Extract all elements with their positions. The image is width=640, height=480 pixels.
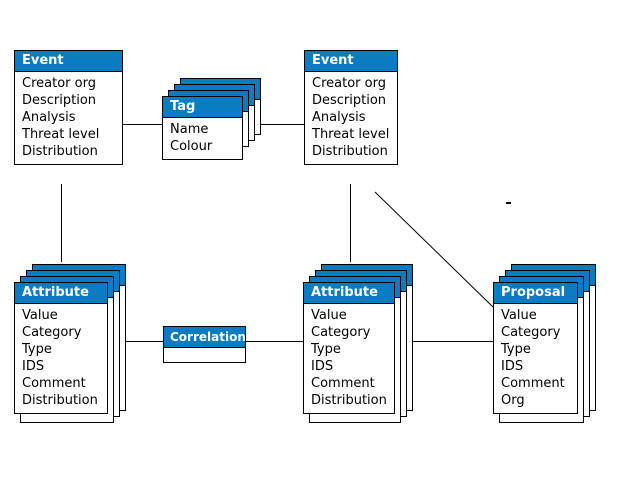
- entity-attribute: IDS: [501, 359, 524, 374]
- connector-event-right-to-attribute-middle: [350, 184, 351, 262]
- entity-attribute: Distribution: [311, 393, 387, 408]
- entity-attribute: Analysis: [22, 110, 76, 125]
- entity-attribute-middle[interactable]: Attribute Value Category Type IDS Commen…: [303, 282, 395, 414]
- entity-header-title: Event: [305, 51, 397, 72]
- entity-attribute: Name: [170, 122, 209, 137]
- entity-correlation[interactable]: Correlation: [163, 326, 246, 363]
- entity-attribute: Colour: [170, 139, 213, 154]
- connector-event-left-to-attribute-left: [61, 184, 62, 262]
- entity-attribute: Threat level: [312, 127, 390, 142]
- entity-event-left[interactable]: Event Creator org Description Analysis T…: [14, 50, 123, 165]
- entity-attribute: Type: [311, 342, 341, 357]
- entity-header-title: Event: [15, 51, 122, 72]
- entity-attribute-list: Creator org Description Analysis Threat …: [305, 72, 397, 164]
- entity-header-title: Correlation: [164, 327, 245, 348]
- entity-header-title: Proposal: [494, 283, 577, 304]
- entity-attribute: Comment: [311, 376, 375, 391]
- entity-proposal[interactable]: Proposal Value Category Type IDS Comment…: [493, 282, 578, 414]
- entity-attribute: Distribution: [312, 144, 388, 159]
- entity-header-title: Attribute: [15, 283, 107, 304]
- entity-header-title: Attribute: [304, 283, 394, 304]
- entity-attribute: Description: [312, 93, 387, 108]
- entity-attribute: Value: [501, 308, 537, 323]
- connector-attribute-left-to-correlation: [122, 341, 164, 342]
- entity-attribute: Org: [501, 393, 525, 408]
- entity-attribute: Type: [501, 342, 531, 357]
- entity-attribute: Creator org: [312, 76, 386, 91]
- connector-event-left-to-tag: [123, 124, 163, 125]
- entity-attribute: Threat level: [22, 127, 100, 142]
- connector-tag-to-event-right: [261, 124, 304, 125]
- entity-attribute: Value: [22, 308, 58, 323]
- stray-mark: [506, 202, 511, 204]
- entity-tag[interactable]: Tag Name Colour: [162, 96, 243, 160]
- entity-attribute: Category: [501, 325, 561, 340]
- entity-attribute: Distribution: [22, 144, 98, 159]
- entity-attribute-list: Creator org Description Analysis Threat …: [15, 72, 122, 164]
- entity-attribute-list: Value Category Type IDS Comment Distribu…: [15, 304, 107, 413]
- entity-attribute-list: Name Colour: [163, 118, 242, 159]
- entity-attribute: IDS: [311, 359, 334, 374]
- connector-attribute-middle-to-proposal: [413, 341, 493, 342]
- entity-attribute: Category: [22, 325, 82, 340]
- entity-attribute-list: Value Category Type IDS Comment Distribu…: [304, 304, 394, 413]
- entity-attribute-list: Value Category Type IDS Comment Org: [494, 304, 577, 413]
- entity-attribute: Creator org: [22, 76, 96, 91]
- entity-event-right[interactable]: Event Creator org Description Analysis T…: [304, 50, 398, 165]
- entity-attribute: Distribution: [22, 393, 98, 408]
- entity-attribute: Description: [22, 93, 97, 108]
- entity-attribute: IDS: [22, 359, 45, 374]
- entity-attribute: Value: [311, 308, 347, 323]
- entity-attribute-left[interactable]: Attribute Value Category Type IDS Commen…: [14, 282, 108, 414]
- entity-attribute: Comment: [22, 376, 86, 391]
- entity-attribute-list: [164, 348, 245, 362]
- entity-attribute: Comment: [501, 376, 565, 391]
- entity-attribute: Type: [22, 342, 52, 357]
- connector-correlation-to-attribute-middle: [246, 341, 303, 342]
- entity-header-title: Tag: [163, 97, 242, 118]
- entity-attribute: Category: [311, 325, 371, 340]
- entity-attribute: Analysis: [312, 110, 366, 125]
